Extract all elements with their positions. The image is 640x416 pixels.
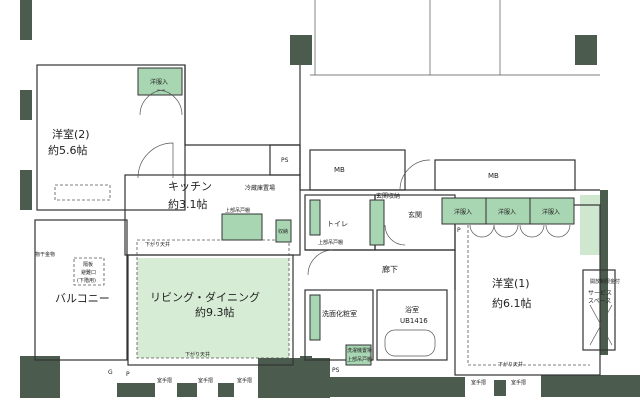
handrail-label: 室手摺 (511, 379, 526, 386)
closet-western1-b[interactable] (485, 197, 531, 225)
handrail-label: 室手摺 (198, 377, 213, 384)
ps-label-top: PS (281, 157, 289, 164)
storage-label: 収納 (278, 228, 288, 235)
room-corridor: 廊下 (382, 264, 398, 274)
kitchen-sink (221, 213, 263, 241)
washroom-vanity (309, 294, 321, 341)
entrance-storage[interactable] (369, 199, 385, 246)
fridge-label: 冷蔵庫置場 (245, 184, 275, 192)
kitchen-storage[interactable] (275, 219, 292, 243)
walls (20, 0, 640, 398)
service-space-line1: サービス (588, 289, 612, 297)
lowered-ceiling-label: 下がり天井 (185, 351, 210, 358)
toilet-cabinet (309, 199, 321, 236)
room-toilet: トイレ (327, 220, 348, 228)
room-living-size: 約9.3帖 (195, 305, 235, 319)
room-kitchen-name: キッチン (168, 180, 212, 193)
opening-limit-note: 開放制限金付 (590, 278, 620, 285)
bath-model: UB1416 (400, 317, 428, 325)
lowered-ceiling-label: 下がり天井 (145, 241, 170, 248)
kitchen-upper-cabinet: 上部吊戸棚 (225, 207, 250, 214)
evacuation-line2: 避難口 (81, 269, 96, 276)
evacuation-line1: 隔板 (83, 261, 93, 268)
evacuation-line3: (下階用) (77, 277, 96, 284)
handrail-label: 室手摺 (471, 379, 486, 386)
room-living-name: リビング・ダイニング (150, 290, 260, 304)
closet-label: 洋服入 (150, 78, 168, 86)
p-label: P (126, 371, 130, 378)
mb-label-left: MB (334, 166, 345, 174)
lowered-ceiling-label: 下がり天井 (498, 361, 523, 368)
washer-label: 洗濯機置場 (347, 347, 372, 354)
room-outlines (34, 0, 616, 376)
living-floor (137, 258, 289, 358)
washer-upper-cabinet: 上部吊戸棚 (347, 356, 372, 363)
washer-space (345, 344, 372, 366)
room-western1-size: 約6.1帖 (492, 296, 532, 310)
room-entrance: 玄関 (408, 210, 422, 219)
room-western2-name: 洋室(2) (52, 127, 90, 141)
doors (137, 89, 571, 276)
closet-western1-c[interactable] (529, 197, 575, 225)
closet-label: 洋服入 (454, 208, 472, 216)
room-washroom: 洗面化粧室 (322, 309, 357, 318)
g-label: G (108, 369, 113, 376)
entrance-storage-label: 玄関収納 (376, 192, 400, 200)
ps-label-bottom: PS (332, 367, 340, 374)
room-bath: 浴室 (405, 305, 419, 314)
handrail-label: 室手摺 (237, 377, 252, 384)
room-kitchen-size: 約3.1帖 (168, 197, 208, 211)
closet-label: 洋服入 (542, 208, 560, 216)
mb-label-right: MB (488, 172, 499, 180)
toilet-upper-cabinet: 上部吊戸棚 (318, 239, 343, 246)
p-label-entrance: P (457, 227, 461, 234)
handrail-label: 室手摺 (157, 377, 172, 384)
laundry-hanger-label: 物干金物 (35, 251, 55, 258)
service-space-line2: スペース (588, 298, 611, 305)
room-balcony: バルコニー (55, 292, 110, 305)
evacuation-hatch (73, 257, 105, 286)
room-western2-size: 約5.6帖 (48, 143, 88, 157)
closet-label: 洋服入 (498, 208, 516, 216)
room-western1-name: 洋室(1) (492, 276, 530, 290)
